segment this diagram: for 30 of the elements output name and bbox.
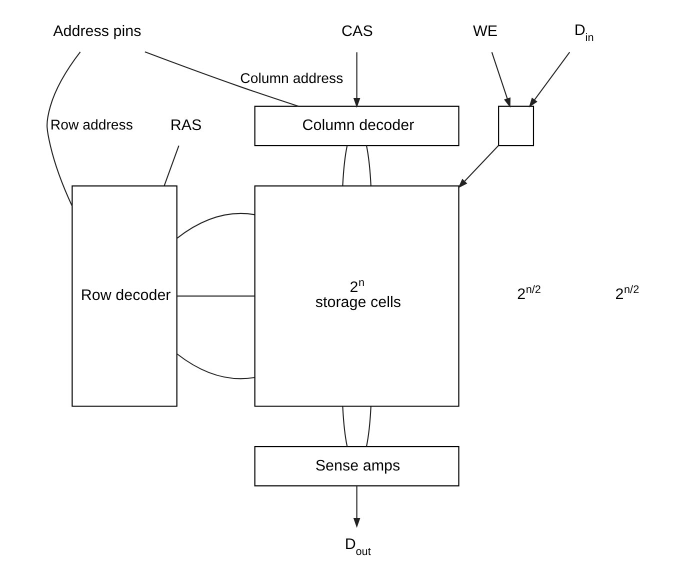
connector [46, 52, 81, 206]
node-text: WE [472, 23, 498, 40]
node-text: Address pins [53, 23, 142, 40]
arrow [528, 52, 570, 108]
node-text: D$_{in}$ [574, 22, 594, 44]
connector [176, 354, 255, 380]
label: 2$^{n/2}$ [615, 284, 640, 304]
arrow [491, 52, 510, 108]
node-text: RAS [170, 116, 202, 134]
node-box [498, 106, 534, 146]
node-box: Sense amps [254, 446, 460, 486]
connector [342, 406, 348, 446]
connector [144, 51, 299, 107]
arrow [458, 145, 499, 188]
arrow [353, 486, 360, 528]
arrow [353, 52, 360, 108]
node-box: Row decoder [72, 185, 178, 407]
node-box: 2$^{n}$ storage cells [254, 185, 460, 407]
connector [366, 406, 372, 446]
connector [176, 212, 255, 239]
edge-label: Column address [240, 70, 344, 87]
node-box: Column decoder [254, 106, 460, 146]
connector [342, 146, 348, 186]
node-text: CAS [342, 23, 373, 40]
connector [177, 296, 255, 297]
connector [164, 145, 180, 186]
connector [366, 146, 372, 186]
label: 2$^{n/2}$ [517, 284, 541, 304]
edge-label: Row address [50, 118, 133, 134]
node-text: D$_{out}$ [344, 536, 371, 558]
